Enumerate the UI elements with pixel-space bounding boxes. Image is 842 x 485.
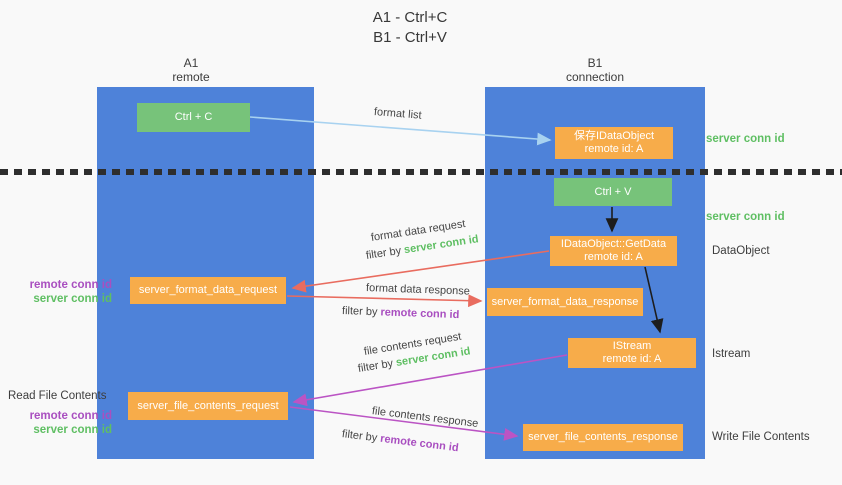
title-line-1: A1 - Ctrl+C [372, 9, 448, 26]
lifeline-a1-role: remote [172, 70, 210, 84]
server-file-contents-response-label: server_file_contents_response [528, 431, 678, 443]
filter-by-remote-conn-id-label-1: filter by remote conn id [342, 305, 460, 321]
ctrl-v-label: Ctrl + V [594, 185, 632, 198]
remote-conn-id-keyword: remote conn id [379, 432, 460, 455]
lifeline-a1-name: A1 [183, 56, 199, 70]
format-data-response-label: format data response [365, 282, 471, 298]
separator-dotted-line [0, 169, 842, 175]
filter-prefix: filter by [341, 305, 381, 319]
remote-conn-id-side-label: remote conn id [29, 410, 112, 422]
server-format-data-response-box: server_format_data_response [487, 288, 643, 316]
istream-line1: IStream [612, 340, 652, 352]
server-file-contents-request-box: server_file_contents_request [128, 392, 288, 420]
lifeline-b1-role: connection [565, 70, 625, 84]
server-conn-id-side-label-top: server conn id [706, 133, 785, 145]
server-format-data-response-label: server_format_data_response [491, 295, 639, 308]
ctrl-c-box: Ctrl + C [137, 103, 250, 132]
server-conn-id-side-label: server conn id [33, 424, 112, 436]
getdata-line1: IDataObject::GetData [560, 238, 667, 250]
server-format-data-request-box: server_format_data_request [130, 277, 286, 304]
server-file-contents-response-box: server_file_contents_response [523, 424, 683, 451]
lifeline-b1-header: B1 connection [485, 56, 705, 84]
write-file-contents-label: Write File Contents [712, 431, 810, 443]
file-contents-response-label: file contents response [371, 405, 479, 430]
title-line-2: B1 - Ctrl+V [373, 29, 447, 46]
istream-line2: remote id: A [602, 353, 662, 365]
idataobject-getdata-box: IDataObject::GetData remote id: A [550, 236, 677, 266]
getdata-line2: remote id: A [584, 251, 643, 263]
conn-id-pair-top: remote conn id server conn id [4, 278, 112, 306]
server-format-data-request-label: server_format_data_request [138, 284, 278, 296]
format-list-label: format list [373, 106, 423, 122]
lifeline-a1-header: A1 remote [81, 56, 301, 84]
save-idataobject-line2: remote id: A [584, 143, 644, 155]
istream-box: IStream remote id: A [568, 338, 696, 368]
istream-side-label: Istream [712, 348, 751, 360]
read-file-contents-label: Read File Contents [8, 390, 107, 402]
filter-prefix: filter by [357, 357, 397, 375]
lifeline-b1-name: B1 [587, 56, 603, 70]
dataobject-side-label: DataObject [712, 245, 770, 257]
remote-conn-id-side-label: remote conn id [29, 279, 112, 291]
conn-id-pair-bottom: remote conn id server conn id [4, 409, 112, 437]
ctrl-v-box: Ctrl + V [554, 178, 672, 206]
save-idataobject-line1: 保存IDataObject [573, 130, 655, 142]
ctrl-c-label: Ctrl + C [174, 111, 213, 123]
server-file-contents-request-label: server_file_contents_request [137, 399, 279, 412]
diagram-title: A1 - Ctrl+C B1 - Ctrl+V [325, 8, 495, 48]
filter-prefix: filter by [365, 244, 405, 262]
remote-conn-id-keyword: remote conn id [380, 306, 460, 322]
server-conn-id-side-label: server conn id [33, 293, 112, 305]
server-conn-id-side-label-mid: server conn id [706, 211, 785, 223]
filter-by-remote-conn-id-label-2: filter by remote conn id [341, 428, 459, 454]
save-idataobject-box: 保存IDataObject remote id: A [555, 127, 673, 159]
filter-prefix: filter by [341, 428, 381, 445]
